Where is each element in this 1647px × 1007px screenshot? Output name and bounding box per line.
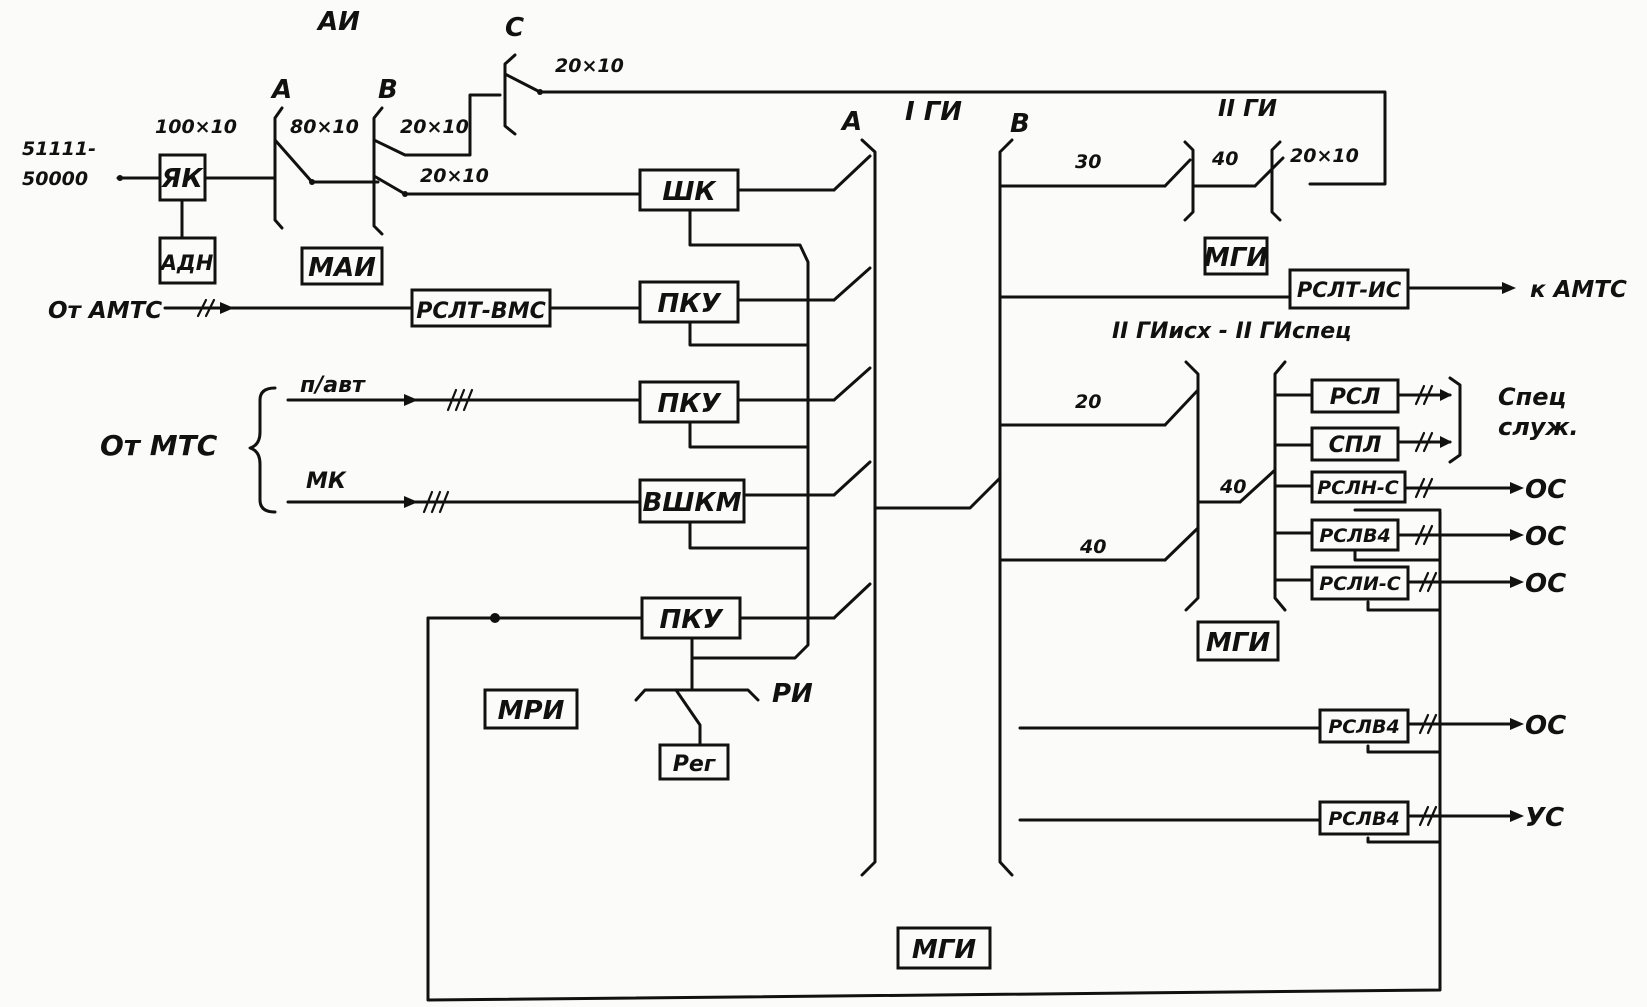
label-mk: МК [306,469,347,494]
svg-text:РСЛВ4: РСЛВ4 [1319,525,1390,547]
mgi-box-top: МГИ [1203,236,1269,276]
label-40-top: 40 [1211,148,1238,170]
label-stage-b: В [378,75,398,105]
svg-text:ШК: ШК [662,177,717,207]
rsli-s-box: РСЛИ-С [1310,565,1410,601]
label-spec-line1: Спец [1498,383,1566,411]
svg-text:ПКУ: ПКУ [657,389,722,419]
connection-lines [116,53,1524,1002]
svg-text:МАИ: МАИ [308,253,376,283]
shk-box: ШК [638,168,740,212]
label-k-amts: к АМТС [1530,277,1627,303]
equipment-boxes: ЯК АДН МАИ РСЛТ-ВМС ШК ПКУ ПКУ ВШКМ [158,153,1410,970]
label-20x10-b: 20×10 [400,116,469,138]
label-os-1: ОС [1525,475,1566,505]
svg-text:РСЛТ-ВМС: РСЛТ-ВМС [416,299,546,324]
label-ig-a: А [840,107,862,137]
label-os-2: ОС [1525,522,1566,552]
rslv4-box-1: РСЛВ4 [1310,518,1400,552]
svg-text:РСЛН-С: РСЛН-С [1317,477,1398,499]
label-100x10: 100×10 [155,116,237,138]
label-iig-title: II ГИ [1218,96,1277,122]
label-os-3: ОС [1525,569,1566,599]
svg-text:МРИ: МРИ [498,696,565,726]
adn-box: АДН [158,236,217,285]
label-us: УС [1525,803,1564,833]
svg-text:СПЛ: СПЛ [1329,433,1382,458]
reg-box: Рег [658,743,730,781]
label-stage-c: С [505,13,524,43]
svg-text:ПКУ: ПКУ [659,605,724,635]
rsl-sp-box: РСЛ [1310,378,1400,414]
pku-box-1: ПКУ [638,280,740,324]
label-p-avt: п/авт [300,373,366,398]
label-20x10-c: 20×10 [555,55,624,77]
spl-box: СПЛ [1310,426,1400,462]
label-number-range-bottom: 50000 [22,168,88,190]
mri-box: МРИ [483,688,579,730]
label-40-low: 40 [1079,536,1106,558]
label-ig-title: I ГИ [905,97,962,127]
pku-box-3: ПКУ [640,596,742,640]
svg-text:РСЛВ4: РСЛВ4 [1328,716,1399,738]
label-spec-line2: служ. [1498,413,1578,441]
svg-text:РСЛТ-ИС: РСЛТ-ИС [1297,278,1402,302]
label-ot-mts: От МТС [100,429,218,462]
rslv4-box-2: РСЛВ4 [1318,708,1410,744]
label-20x10-bottom: 20×10 [420,165,489,187]
svg-text:РСЛВ4: РСЛВ4 [1328,808,1399,830]
rsln-s-box: РСЛН-С [1310,470,1407,504]
vshkm-box: ВШКМ [638,478,746,524]
label-iig-spec: II ГИисх - II ГИспец [1112,319,1352,344]
label-20x10-right: 20×10 [1290,145,1359,167]
svg-text:МГИ: МГИ [1206,628,1270,658]
rslt-is-box: РСЛТ-ИС [1288,268,1410,310]
label-80x10: 80×10 [290,116,359,138]
svg-text:РСЛИ-С: РСЛИ-С [1319,573,1400,595]
mai-box: МАИ [300,246,384,286]
label-os-4: ОС [1525,711,1566,741]
mgi-box-mid: МГИ [1196,620,1280,662]
svg-text:Рег: Рег [673,752,717,777]
svg-text:АДН: АДН [159,251,214,275]
label-ai: АИ [316,7,360,37]
label-number-range-top: 51111- [22,138,96,160]
label-ig-b: В [1010,109,1030,139]
svg-text:МГИ: МГИ [912,935,976,965]
label-40-mid: 40 [1219,476,1246,498]
svg-text:РСЛ: РСЛ [1330,385,1381,410]
label-20: 20 [1075,391,1101,413]
label-ri: РИ [772,679,813,709]
rslt-vmc-box: РСЛТ-ВМС [410,288,552,328]
svg-text:ВШКМ: ВШКМ [642,488,741,518]
svg-text:ПКУ: ПКУ [657,289,722,319]
diagram-labels: АИ А В С 100×10 80×10 20×10 20×10 20×10 … [22,7,1627,833]
label-ot-amts: От АМТС [48,298,162,324]
label-30: 30 [1075,151,1101,173]
label-stage-a: А [270,75,292,105]
yak-box: ЯК [158,153,207,202]
rslv4-box-3: РСЛВ4 [1318,800,1410,836]
mgi-box-bottom: МГИ [896,926,992,970]
pku-box-2: ПКУ [638,380,740,424]
svg-text:ЯК: ЯК [160,164,204,194]
svg-text:МГИ: МГИ [1204,243,1268,273]
